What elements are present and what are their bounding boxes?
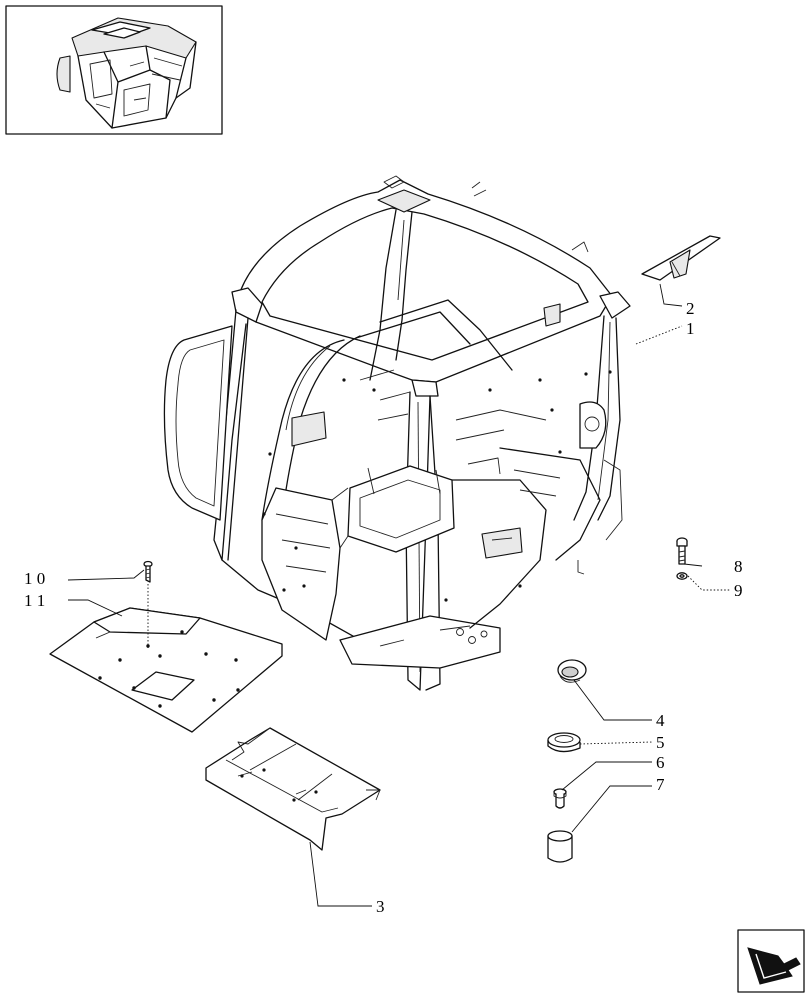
callout-1: 1	[686, 319, 695, 338]
callout-11: 1 1	[24, 591, 45, 610]
cab-frame	[163, 175, 631, 691]
callout-labels: 1 2 3 4 5 6 7 8 9 1 0 1 1	[24, 299, 743, 916]
grommet-part-4	[557, 659, 587, 683]
callout-6: 6	[656, 753, 665, 772]
plug-part-5	[547, 732, 581, 753]
mat-holes	[98, 630, 240, 708]
washer-part-9	[676, 572, 688, 580]
thumbnail-frame	[5, 5, 223, 135]
pin-part-6	[553, 788, 567, 809]
floor-mat-part-11	[49, 607, 283, 733]
callout-4: 4	[656, 711, 665, 730]
cab-overview-thumbnail	[56, 17, 197, 129]
roof-gusset-part-2	[641, 235, 721, 281]
bolt-part-8	[676, 537, 688, 565]
callout-7: 7	[656, 775, 665, 794]
floor-bracket-part-3	[205, 727, 381, 851]
callout-5: 5	[656, 733, 665, 752]
callout-8: 8	[734, 557, 743, 576]
screw-part-10	[143, 560, 153, 648]
sleeve-part-7	[547, 830, 573, 863]
callout-10: 1 0	[24, 569, 45, 588]
next-page-arrow-icon[interactable]	[737, 929, 805, 993]
leader-lines	[67, 283, 730, 907]
callout-3: 3	[376, 897, 385, 916]
callout-2: 2	[686, 299, 695, 318]
callout-9: 9	[734, 581, 743, 600]
